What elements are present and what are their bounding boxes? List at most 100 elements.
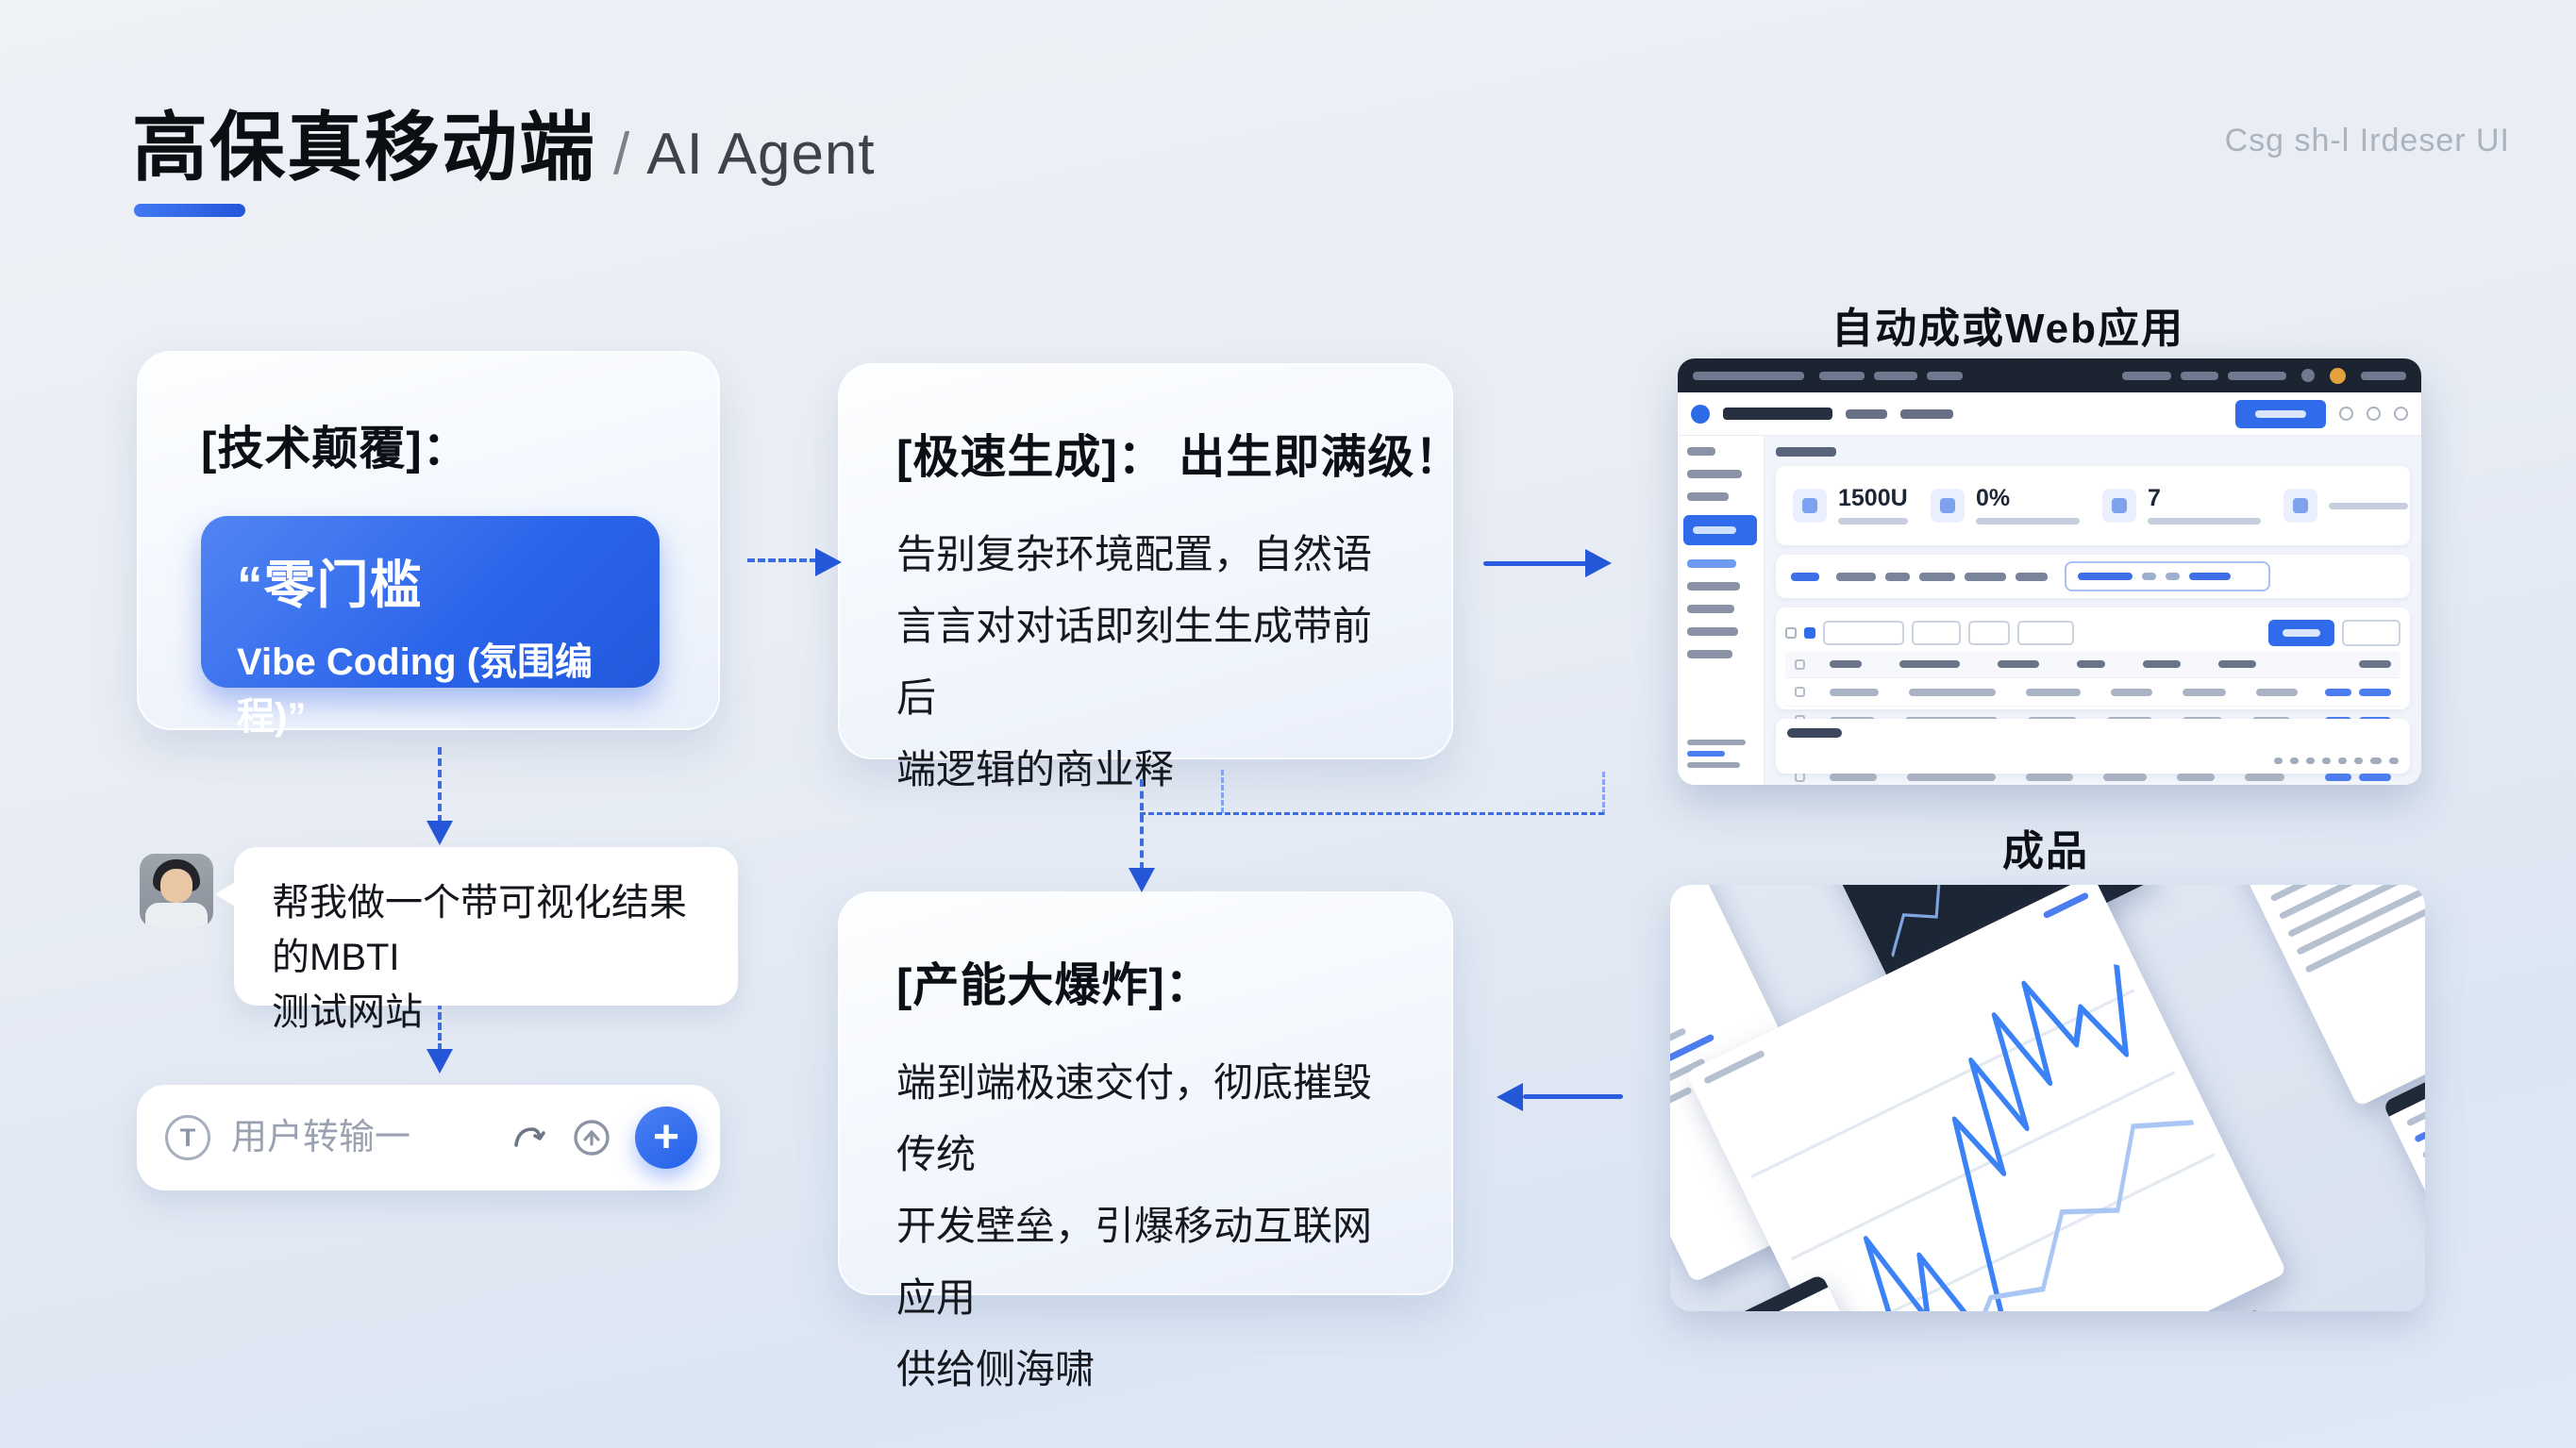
- placeholder-bar: [1819, 371, 1865, 380]
- arrowhead-right-icon: [1585, 549, 1612, 577]
- chat-input[interactable]: [231, 1117, 486, 1158]
- placeholder-bar: [2103, 773, 2147, 781]
- stat-value: 7: [2148, 485, 2161, 511]
- webapp-subheader: [1678, 392, 2421, 436]
- placeholder-bar: [2256, 688, 2298, 696]
- segmented-control: [2065, 561, 2270, 591]
- sidebar-item: [1687, 447, 1715, 456]
- placeholder-bar: [2122, 371, 2171, 380]
- placeholder-bar: [2405, 1096, 2425, 1127]
- lower-pagination: [1787, 757, 2399, 764]
- placeholder-bar: [1885, 572, 1910, 581]
- placeholder-bar: [1927, 371, 1963, 380]
- placeholder-bar: [2143, 660, 2181, 668]
- dashboard-thumbnail: [2221, 885, 2425, 1107]
- chat-input-bar[interactable]: T +: [137, 1085, 720, 1190]
- chat-bubble-line: 测试网站: [272, 991, 423, 1033]
- stat-card: 7: [2102, 487, 2261, 524]
- placeholder-bar: [2421, 1139, 2425, 1159]
- card-capacity-explosion: [产能大爆炸]： 端到端极速交付，彻底摧毁传统 开发壁垒，引爆移动互联网应用 供…: [838, 891, 1453, 1391]
- placeholder-bar: [2016, 572, 2048, 581]
- webapp-logo-icon: [1691, 404, 1710, 424]
- table-header: [1785, 651, 2400, 677]
- card-speed-heading: [极速生成]： 出生即满级！: [896, 432, 1463, 483]
- webapp-lower-panel: [1776, 719, 2410, 774]
- sidebar-item: [1687, 650, 1732, 658]
- dashboard-thumbnail: [2347, 1297, 2425, 1311]
- placeholder-bar: [2181, 371, 2218, 380]
- filter-tabs: [1836, 572, 2048, 581]
- chat-bubble: 帮我做一个带可视化结果的MBTI 测试网站: [215, 847, 738, 1033]
- bell-icon: [2301, 369, 2315, 382]
- webapp-main: 1500U 0% 7: [1765, 436, 2421, 785]
- sidebar-item: [1687, 582, 1740, 591]
- sidebar-user-info: [1687, 740, 1754, 774]
- wallet-icon: [1793, 489, 1827, 523]
- arrowhead-left-icon: [1497, 1083, 1523, 1111]
- dashed-arrow-chat-to-input: [438, 1002, 442, 1051]
- webapp-stats-row: 1500U 0% 7: [1776, 466, 2410, 545]
- placeholder-bar: [1830, 773, 1877, 781]
- lower-panel-title: [1787, 728, 1842, 738]
- vibe-coding-line1: “零门槛: [237, 556, 423, 614]
- placeholder-bar: [2218, 660, 2256, 668]
- dashed-arrow-to-capacity: [1140, 779, 1144, 870]
- stat-card: 1500U: [1793, 487, 1908, 524]
- card-capacity-heading: [产能大爆炸]：: [896, 960, 1213, 1011]
- table-header-cells: [1830, 660, 2334, 668]
- placeholder-bar: [2183, 688, 2226, 696]
- sidebar-item-active: [1683, 515, 1757, 545]
- placeholder-bar: [2111, 688, 2152, 696]
- cloud-icon: [2283, 489, 2317, 523]
- webapp-topbar: [1678, 358, 2421, 392]
- card-speed-body: 告别复杂环境配置，自然语 言言对对话即刻生生成带前后 端逻辑的商业释: [896, 519, 1395, 806]
- text-format-icon: T: [165, 1115, 210, 1160]
- webapp-filter-row: [1776, 555, 2410, 598]
- placeholder-bar: [1836, 572, 1876, 581]
- card-tech-heading: [技术颠覆]：: [201, 424, 470, 474]
- placeholder-bar: [1919, 572, 1955, 581]
- title-english: AI Agent: [646, 122, 876, 187]
- doc-icon: [2102, 489, 2136, 523]
- final-products-collage: [1670, 885, 2425, 1311]
- placeholder-bar: [1899, 660, 1960, 668]
- vibe-coding-button[interactable]: “零门槛 Vibe Coding (氛围编程)”: [201, 516, 660, 738]
- section-label: [1776, 447, 1836, 457]
- add-button[interactable]: +: [635, 1107, 697, 1169]
- dashed-connector-from-webapp: [1602, 772, 1605, 815]
- placeholder-bar: [2274, 757, 2283, 764]
- placeholder-bar: [2026, 688, 2081, 696]
- placeholder-bar: [2338, 757, 2347, 764]
- webapp-menu-tab: [1900, 408, 1953, 419]
- dashboard-thumbnail: [1685, 885, 2287, 1311]
- webapp-topnav: [1819, 371, 1963, 380]
- webapp-topbar-right: [2122, 371, 2286, 380]
- avatar-face: [160, 869, 192, 903]
- table-primary-button: [2268, 620, 2334, 646]
- send-circle-icon[interactable]: [569, 1115, 614, 1160]
- dashed-connector-horizontal: [1140, 812, 1604, 815]
- watermark-text: Csg sh-l Irdeser UI: [2224, 123, 2510, 158]
- arrowhead-right-icon: [815, 548, 842, 576]
- webapp-screenshot: 1500U 0% 7: [1678, 358, 2421, 785]
- user-avatar: [140, 854, 213, 927]
- redo-curve-icon[interactable]: [507, 1117, 548, 1158]
- table-toolbar: [1785, 615, 2400, 651]
- placeholder-bar: [1909, 688, 1996, 696]
- card-speed-line: 言言对对话即刻生生成带前后: [896, 604, 1373, 720]
- help-icon: [2367, 407, 2381, 421]
- placeholder-bar: [1907, 773, 1996, 781]
- webapp-menu-tab: [1846, 408, 1887, 419]
- card-speed-line: 端逻辑的商业释: [896, 747, 1175, 791]
- title-slash: /: [613, 122, 630, 187]
- placeholder-bar: [2026, 773, 2073, 781]
- stat-value: 1500U: [1838, 485, 1908, 511]
- dashed-connector-from-speed: [1221, 770, 1224, 813]
- arrowhead-down-icon: [1129, 868, 1155, 892]
- arrow-speed-to-webapp: [1483, 561, 1587, 566]
- stat-card: [2283, 489, 2408, 523]
- gear-icon: [2339, 407, 2353, 421]
- placeholder-bar: [1693, 371, 1804, 380]
- table-row: [1785, 677, 2400, 706]
